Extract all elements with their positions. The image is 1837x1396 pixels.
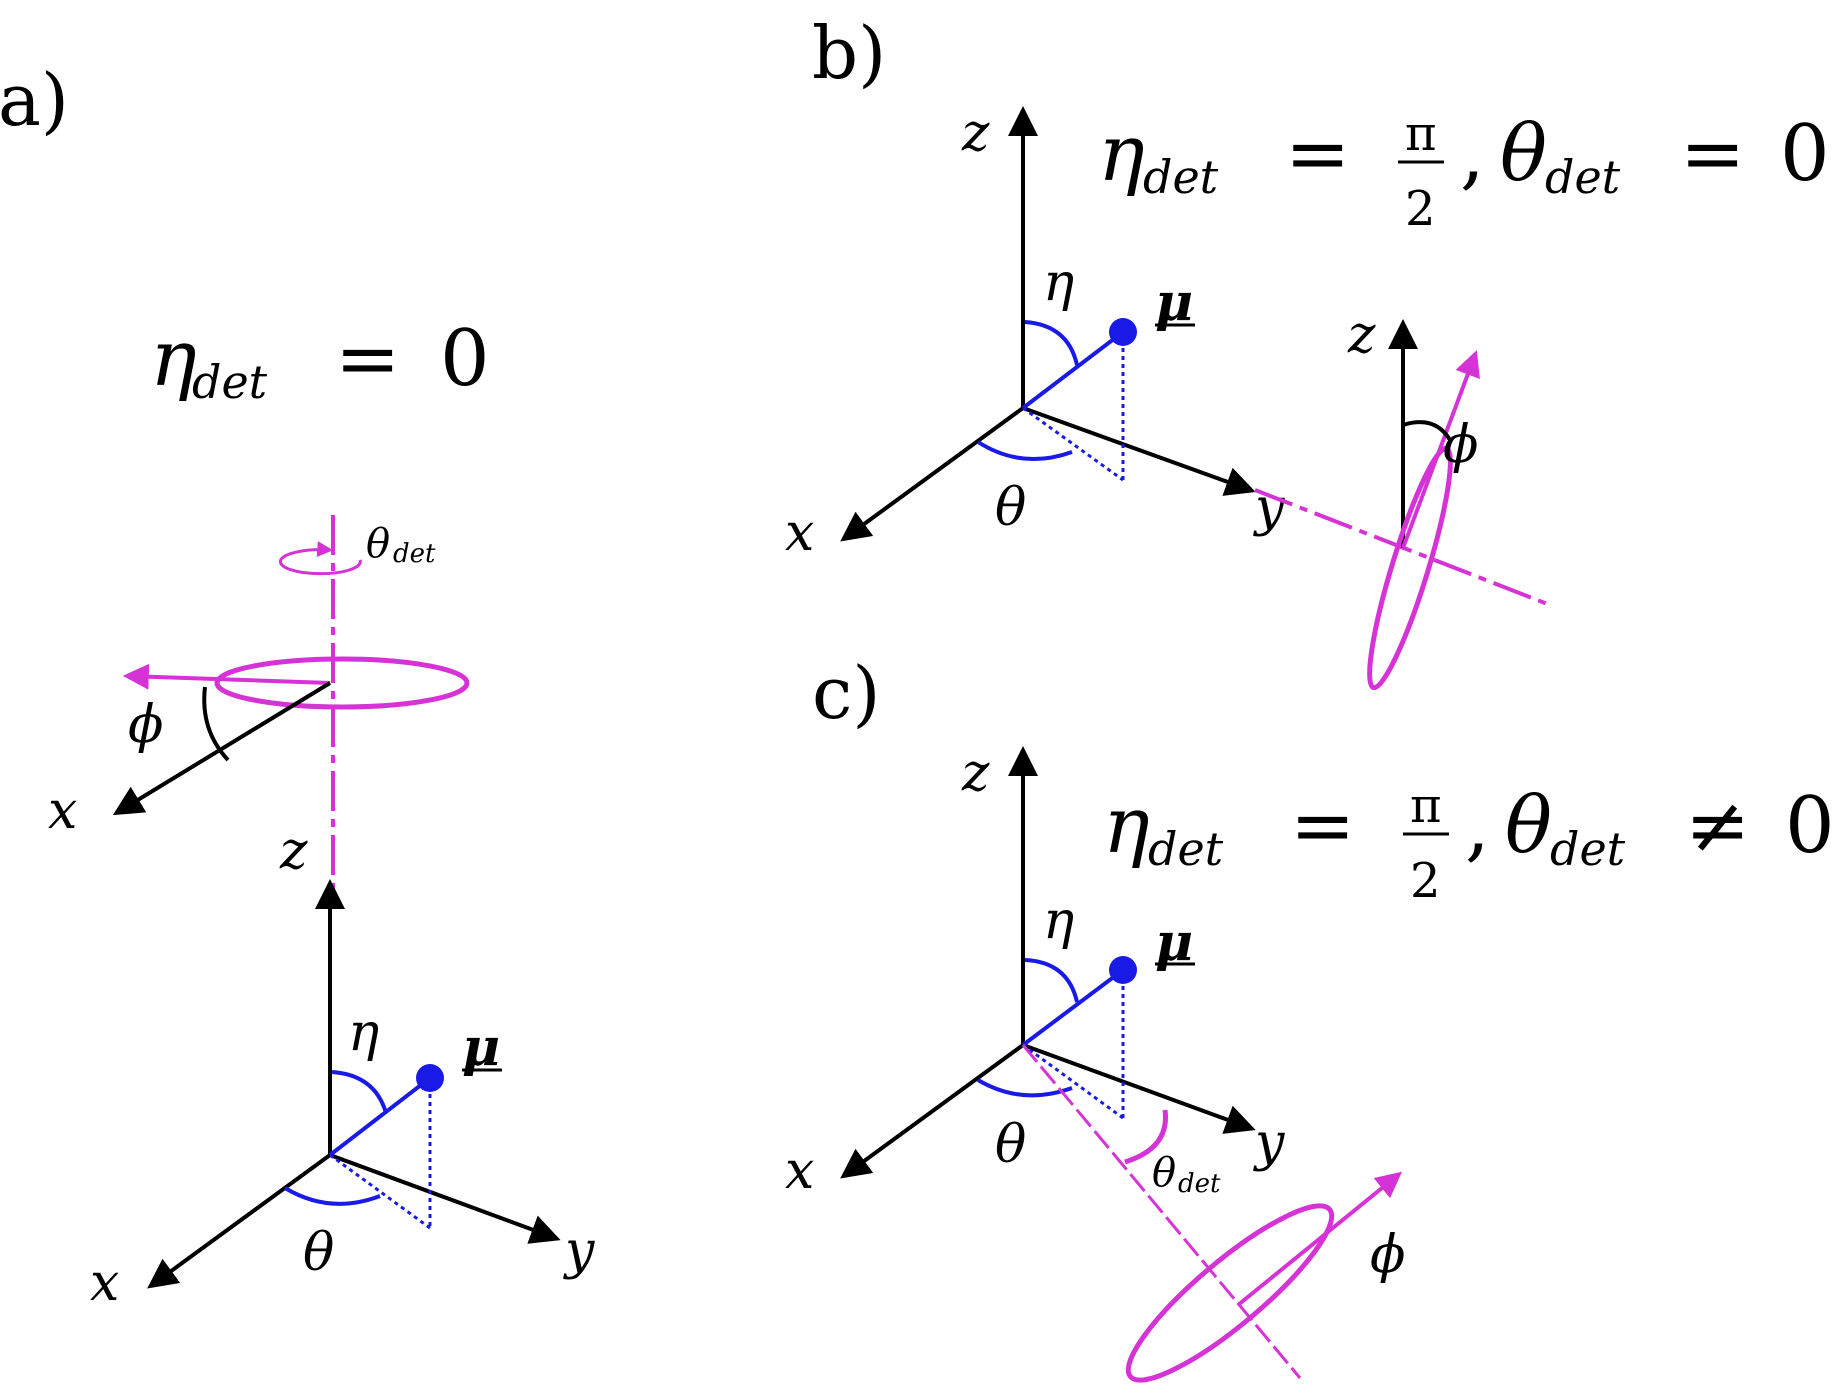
z-label-c: z bbox=[961, 743, 990, 803]
theta-det-label-c: θ bbox=[1152, 1150, 1176, 1196]
y-label-c: y bbox=[1253, 1113, 1285, 1173]
phi-pointer-arrow-c bbox=[1236, 1171, 1403, 1307]
theta-label-b: θ bbox=[995, 478, 1026, 538]
theta-det-label-a: θ bbox=[366, 521, 390, 567]
theta-det-sub-c: det bbox=[1178, 1169, 1221, 1199]
eq-b-frac-den: 2 bbox=[1405, 181, 1436, 237]
panel-c: c) η det = π 2 , θ det ≠ 0 z y x μ η bbox=[785, 651, 1835, 1383]
dipole-projection-base-c bbox=[1022, 1043, 1124, 1120]
eq-b-eta-sub: det bbox=[1143, 150, 1219, 204]
y-axis-a bbox=[329, 1153, 561, 1244]
theta-det-rotation-arrow-a bbox=[278, 541, 362, 576]
theta-label-c: θ bbox=[995, 1115, 1026, 1175]
panel-b: b) η det = π 2 , θ det = 0 z y x μ η bbox=[785, 11, 1830, 691]
eq-c-eta-sub: det bbox=[1148, 822, 1224, 876]
eq-c-frac-num: π bbox=[1410, 778, 1442, 834]
eq-c-eta: η bbox=[1103, 781, 1150, 871]
theta-label-a: θ bbox=[303, 1223, 334, 1283]
z-label-b: z bbox=[961, 103, 990, 163]
x-label-a: x bbox=[90, 1253, 119, 1313]
eq-c-op2: ≠ bbox=[1685, 781, 1750, 871]
panel-b-equation: η det = π 2 , θ det = 0 bbox=[1098, 106, 1830, 237]
phi-label-c: ϕ bbox=[1370, 1225, 1405, 1285]
detector-z-label-b: z bbox=[1347, 305, 1376, 365]
eq-b-eta: η bbox=[1098, 109, 1145, 199]
x-label-c: x bbox=[785, 1141, 814, 1201]
dipole-label-a: μ bbox=[462, 1017, 500, 1078]
phi-arc-a bbox=[202, 686, 230, 762]
eta-arc-a bbox=[331, 1070, 388, 1114]
eq-a-eta: η bbox=[150, 314, 197, 404]
eq-b-theta: θ bbox=[1500, 109, 1547, 199]
eq-c-sep: , bbox=[1465, 781, 1490, 871]
eq-b-sep: , bbox=[1460, 109, 1485, 199]
z-label-a: z bbox=[279, 821, 308, 881]
dipole-vector-c bbox=[1021, 968, 1125, 1047]
eq-c-frac-den: 2 bbox=[1410, 853, 1441, 909]
eq-a-rhs: 0 bbox=[440, 314, 490, 404]
y-axis-b bbox=[1022, 406, 1256, 496]
panel-b-label: b) bbox=[812, 11, 886, 95]
y-label-b: y bbox=[1253, 478, 1285, 538]
eq-a-eta-sub: det bbox=[192, 355, 268, 409]
phi-label-a: ϕ bbox=[128, 695, 163, 755]
theta-arc-c bbox=[976, 1078, 1073, 1098]
phi-pointer-arrow-a bbox=[122, 663, 331, 690]
panel-a-label: a) bbox=[0, 58, 69, 142]
eq-c-op: = bbox=[1290, 781, 1355, 871]
panel-c-label: c) bbox=[812, 651, 880, 735]
eta-label-b: η bbox=[1043, 253, 1074, 313]
eq-b-theta-sub: det bbox=[1545, 150, 1621, 204]
detector-x-label-a: x bbox=[48, 781, 77, 841]
detector-ellipse-a bbox=[214, 656, 470, 710]
eq-b-op: = bbox=[1285, 109, 1350, 199]
eta-arc-c bbox=[1024, 958, 1079, 1003]
dipole-projection-base-a bbox=[329, 1153, 431, 1230]
dipole-projection-base-b bbox=[1022, 406, 1124, 482]
theta-arc-b bbox=[976, 440, 1073, 462]
x-axis-b bbox=[840, 406, 1025, 542]
eta-label-c: η bbox=[1043, 891, 1074, 951]
eq-b-frac-num: π bbox=[1405, 106, 1437, 162]
phi-arc-b bbox=[1402, 420, 1452, 442]
y-axis-c bbox=[1022, 1043, 1256, 1134]
eta-arc-b bbox=[1024, 320, 1079, 366]
phi-pointer-arrow-b bbox=[1401, 350, 1480, 549]
dipole-vector-b bbox=[1021, 330, 1125, 410]
theta-det-arc-c bbox=[1124, 1109, 1168, 1165]
eq-c-theta: θ bbox=[1505, 781, 1552, 871]
phi-label-b: ϕ bbox=[1443, 415, 1478, 475]
eq-c-theta-sub: det bbox=[1550, 822, 1626, 876]
eq-b-rhs2: 0 bbox=[1780, 109, 1830, 199]
x-label-b: x bbox=[785, 503, 814, 563]
dipole-vector-a bbox=[328, 1076, 432, 1157]
detector-x-axis-a bbox=[112, 681, 332, 816]
detector-ellipse-c bbox=[1125, 1203, 1335, 1383]
panel-a-equation: η det = 0 bbox=[150, 314, 490, 409]
eq-b-op2: = bbox=[1680, 109, 1745, 199]
detector-axis-c bbox=[1021, 1044, 1302, 1379]
eq-c-rhs2: 0 bbox=[1785, 781, 1835, 871]
theta-det-sub-a: det bbox=[393, 539, 436, 569]
panel-a: a) η det = 0 θ det x ϕ z y x bbox=[0, 58, 595, 1313]
eq-a-op: = bbox=[335, 314, 400, 404]
x-axis-c bbox=[840, 1043, 1025, 1179]
x-axis-a bbox=[147, 1153, 332, 1289]
panel-c-equation: η det = π 2 , θ det ≠ 0 bbox=[1103, 778, 1835, 909]
detector-ellipse-b bbox=[1367, 445, 1453, 691]
dipole-label-b: μ bbox=[1155, 272, 1193, 333]
y-label-a: y bbox=[563, 1221, 595, 1281]
eta-label-a: η bbox=[348, 1003, 379, 1063]
theta-arc-a bbox=[283, 1186, 381, 1206]
